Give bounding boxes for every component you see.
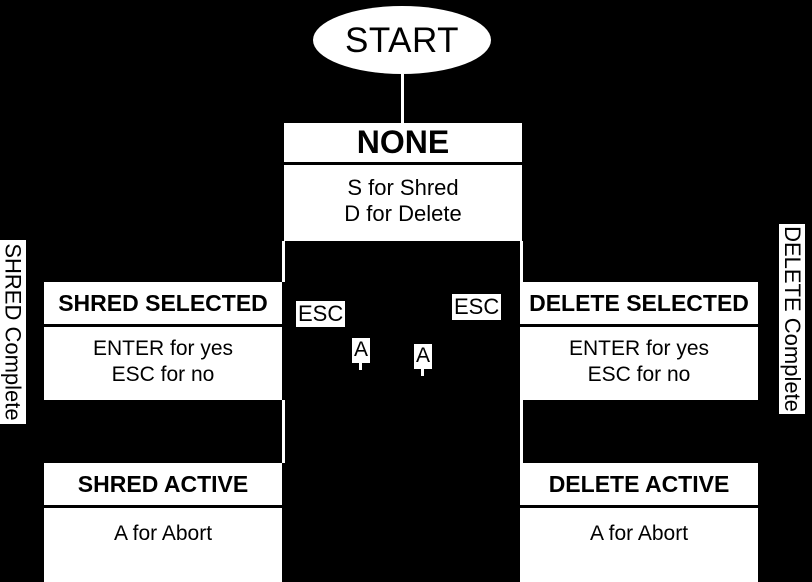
edge-label-shred-complete: SHRED Complete xyxy=(0,240,26,424)
state-body-line: S for Shred xyxy=(347,174,459,200)
edge-label-abort-right: A xyxy=(414,344,433,369)
connector-delete-selected-to-active xyxy=(520,400,523,463)
edge-label-shred-complete-text: SHRED Complete xyxy=(1,243,26,421)
state-body-delete-selected: ENTER for yes ESC for no xyxy=(520,327,758,400)
state-body-line: ESC for no xyxy=(111,362,215,386)
state-body-line: ESC for no xyxy=(587,362,691,386)
state-body-delete-active: A for Abort xyxy=(520,508,758,582)
state-body-shred-active: A for Abort xyxy=(44,508,282,582)
state-title-none: NONE xyxy=(284,123,522,165)
state-node-delete-active[interactable]: DELETE ACTIVE A for Abort xyxy=(520,463,758,582)
edge-label-esc-left: ESC xyxy=(296,301,346,327)
state-title-delete-active: DELETE ACTIVE xyxy=(520,463,758,508)
state-node-none[interactable]: NONE S for Shred D for Delete xyxy=(284,123,522,241)
state-body-shred-selected: ENTER for yes ESC for no xyxy=(44,327,282,400)
state-body-none: S for Shred D for Delete xyxy=(284,165,522,241)
edge-label-delete-complete: DELETE Complete xyxy=(779,224,805,414)
connector-shred-selected-to-active xyxy=(282,400,285,463)
edge-label-delete-complete-text: DELETE Complete xyxy=(780,226,806,412)
connector-none-left-stub xyxy=(282,241,285,282)
state-title-delete-selected: DELETE SELECTED xyxy=(520,282,758,327)
start-node[interactable]: START xyxy=(313,6,491,74)
state-title-shred-active: SHRED ACTIVE xyxy=(44,463,282,508)
connector-abort-left-rail xyxy=(359,360,362,370)
edge-label-esc-right: ESC xyxy=(452,294,502,320)
edge-label-abort-left: A xyxy=(352,338,371,363)
connector-start-to-none xyxy=(401,74,404,123)
state-body-line: D for Delete xyxy=(344,201,462,226)
state-node-shred-active[interactable]: SHRED ACTIVE A for Abort xyxy=(44,463,282,582)
start-label: START xyxy=(345,20,459,60)
state-title-shred-selected: SHRED SELECTED xyxy=(44,282,282,327)
state-body-line: ENTER for yes xyxy=(92,337,234,361)
state-node-shred-selected[interactable]: SHRED SELECTED ENTER for yes ESC for no xyxy=(44,282,282,400)
connector-none-right-stub xyxy=(520,241,523,282)
state-body-line: A for Abort xyxy=(113,522,213,546)
state-body-line: A for Abort xyxy=(589,522,689,546)
connector-abort-right-rail xyxy=(421,366,424,376)
state-node-delete-selected[interactable]: DELETE SELECTED ENTER for yes ESC for no xyxy=(520,282,758,400)
state-body-line: ENTER for yes xyxy=(568,337,710,361)
